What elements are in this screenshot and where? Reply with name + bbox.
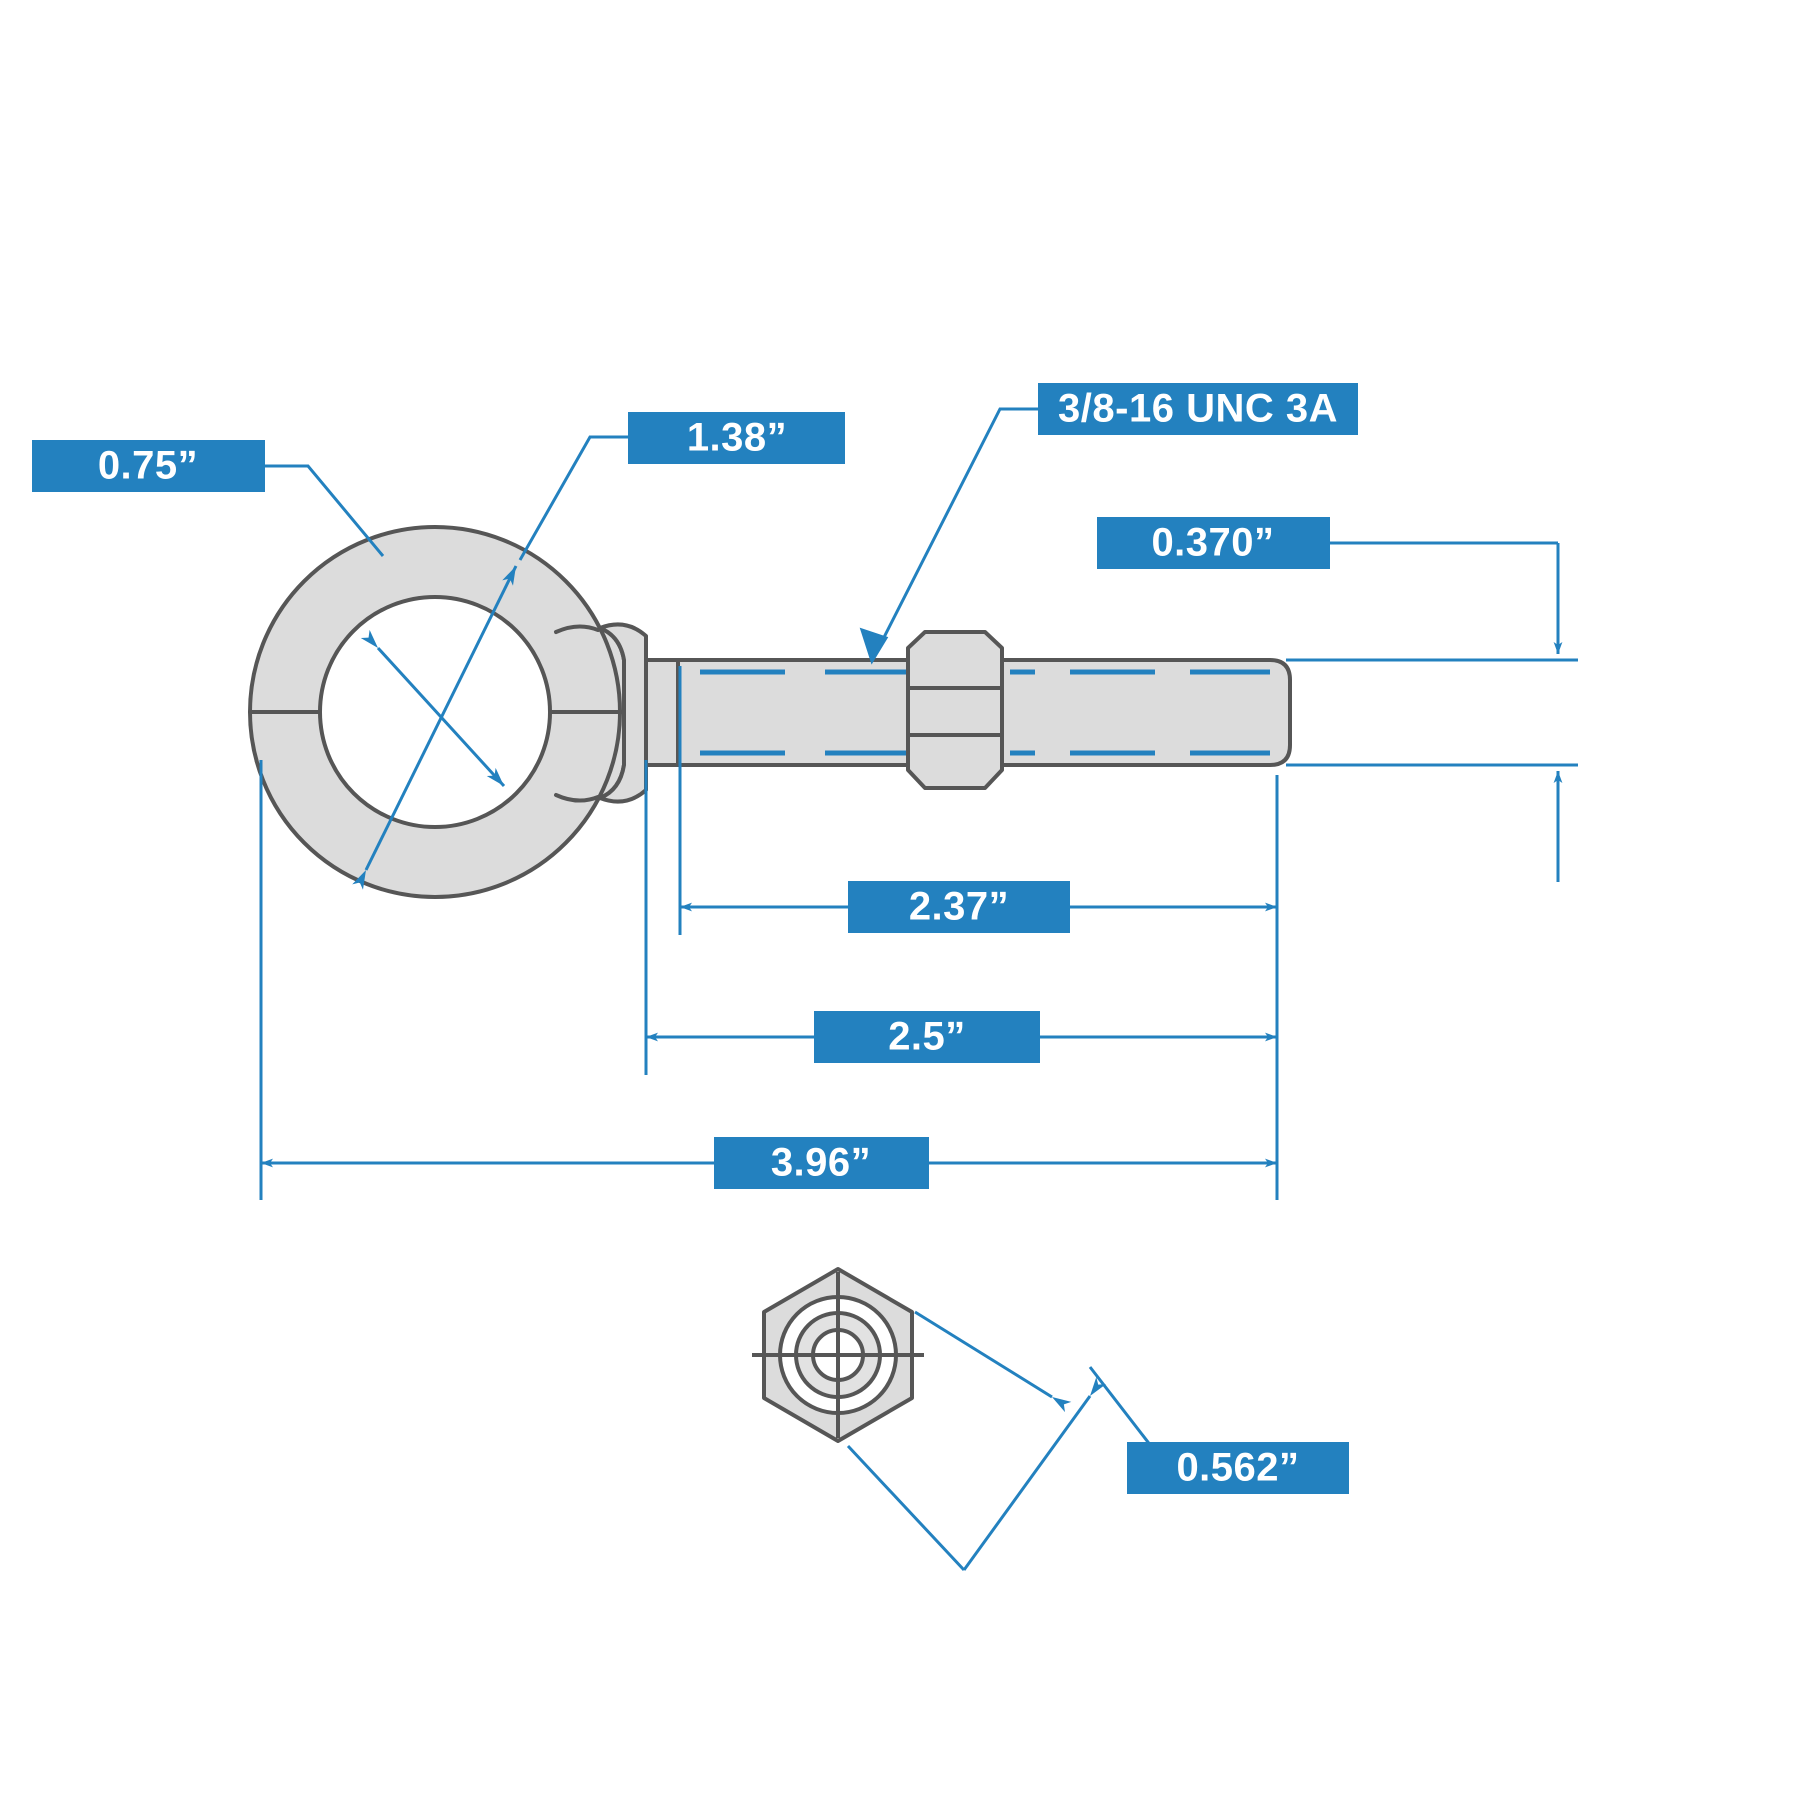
eye-diameter-label: 1.38” xyxy=(687,416,787,460)
thread-len-label-box xyxy=(848,881,1070,933)
thread-spec-label: 3/8-16 UNC 3A xyxy=(1058,387,1338,431)
shank-dia-label-box xyxy=(1097,517,1330,569)
ring-thickness-label-box xyxy=(32,440,265,492)
overall-label-box xyxy=(714,1137,929,1189)
eye-diameter-label-box xyxy=(628,412,845,464)
eye-bolt-side-view xyxy=(248,525,1292,899)
eye-ring-assembly xyxy=(248,525,648,899)
nut-flats-label: 0.562” xyxy=(1176,1446,1299,1490)
nut-flats-label-box xyxy=(1127,1442,1349,1494)
nut-flats-tail xyxy=(846,1444,966,1572)
callout-thread-length[interactable]: 2.37” xyxy=(678,666,1279,935)
eye-diameter-leader xyxy=(518,435,628,561)
shank-dia-label: 0.370” xyxy=(1151,521,1274,565)
shank-len-label: 2.5” xyxy=(888,1015,966,1059)
callout-nut-across-flats[interactable]: 0.562” xyxy=(846,1310,1349,1572)
overall-label: 3.96” xyxy=(771,1141,871,1185)
callout-thread-spec[interactable]: 3/8-16 UNC 3A xyxy=(859,383,1358,665)
thread-spec-arrowhead xyxy=(859,627,889,665)
thread-spec-label-box xyxy=(1038,383,1358,435)
nut-flats-arrow-upper xyxy=(914,1310,1072,1413)
hex-nut-side xyxy=(906,630,1004,790)
collar-edge-bottom xyxy=(554,793,600,803)
collar-edge-top xyxy=(554,624,600,634)
callout-overall-length[interactable]: 3.96” xyxy=(259,760,1279,1200)
ring-thickness-leader xyxy=(265,464,385,557)
callout-eye-inner-diameter[interactable]: 1.38” xyxy=(352,412,845,890)
ring-thickness-label: 0.75” xyxy=(98,444,198,488)
callout-shank-diameter[interactable]: 0.370” xyxy=(1097,517,1578,882)
callout-shank-length[interactable]: 2.5” xyxy=(644,760,1279,1075)
hex-nut-body xyxy=(906,630,1004,790)
thread-spec-leader xyxy=(873,407,1038,656)
thread-len-label: 2.37” xyxy=(909,885,1009,929)
thread-ticks-group xyxy=(700,669,1270,756)
callout-ring-thickness[interactable]: 0.75” xyxy=(32,440,385,557)
hex-nut-end-view xyxy=(752,1267,924,1443)
nut-flats-arrow-lower xyxy=(962,1377,1107,1571)
shank-len-label-box xyxy=(814,1011,1040,1063)
eye-diameter-arrow-b xyxy=(360,629,506,788)
